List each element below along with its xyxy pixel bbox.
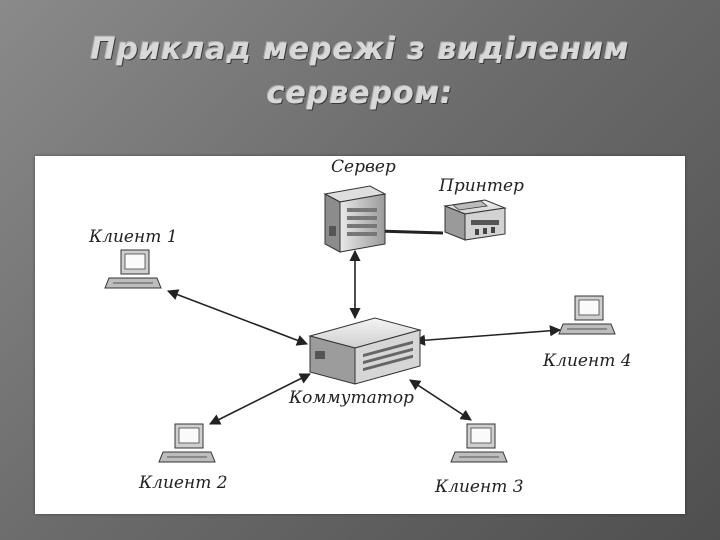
client-1-label: Клиент 1 [88,227,178,247]
network-diagram: Сервер Принтер Коммутатор [35,156,685,514]
client-3-computer-icon [450,423,508,463]
printer-label: Принтер [438,176,524,196]
link-client1-switch [166,289,309,346]
client-4-computer-icon [558,295,616,335]
link-client2-switch [208,373,312,425]
client-2-label: Клиент 2 [138,473,228,493]
server-label: Сервер [331,157,396,177]
switch-label: Коммутатор [288,388,414,408]
link-server-printer [374,229,444,235]
switch-icon [308,317,422,385]
connection-lines [166,229,562,425]
title-line-2: сервером: [266,76,454,111]
server-tower-icon [323,185,387,253]
client-4-label: Клиент 4 [542,351,632,371]
slide-title: Приклад мережі з виділеним сервером: [0,28,720,116]
title-line-1: Приклад мережі з виділеним [90,32,630,67]
client-2-computer-icon [158,423,216,463]
link-client4-switch [413,325,562,346]
printer-icon [443,199,507,241]
link-client3-switch [409,379,472,421]
client-1-computer-icon [104,249,162,289]
client-3-label: Клиент 3 [434,477,524,497]
